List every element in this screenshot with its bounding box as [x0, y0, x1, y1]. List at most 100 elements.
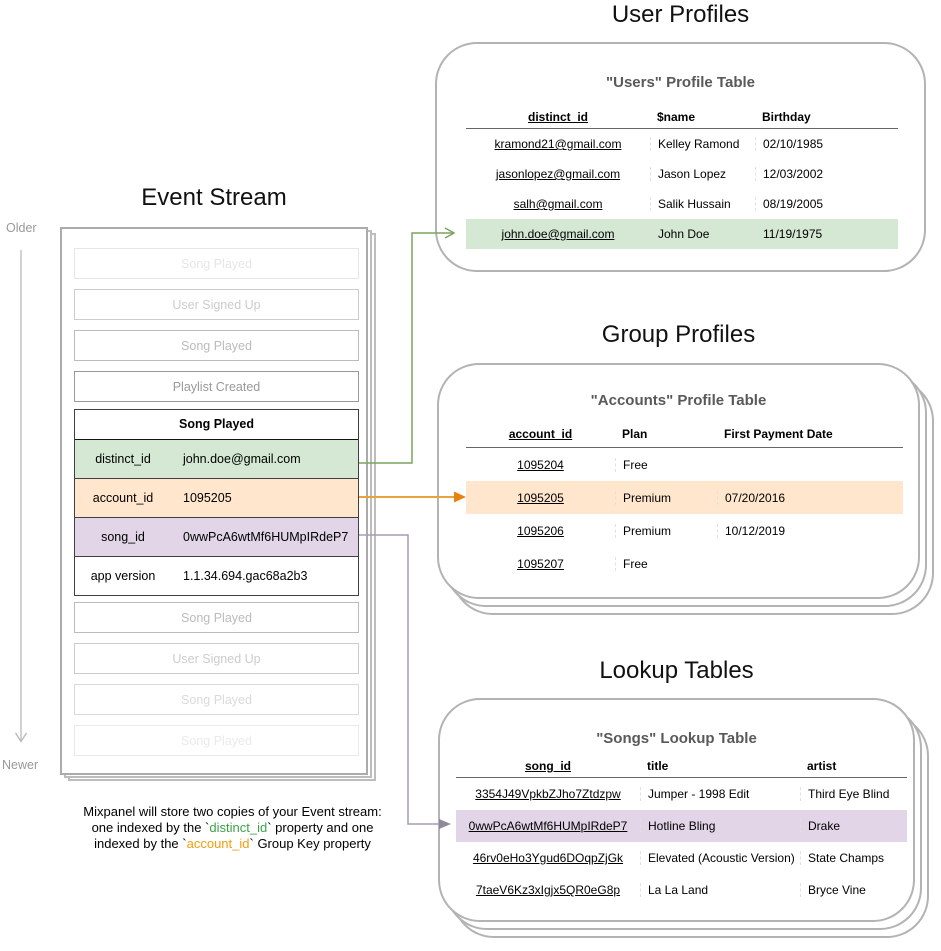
- property-value: 1095205: [183, 491, 232, 505]
- property-key: song_id: [101, 530, 145, 544]
- event-stream-title: Event Stream: [141, 184, 287, 211]
- event-row: User Signed Up: [74, 643, 359, 674]
- table-cell: 1095205: [517, 490, 564, 505]
- table-cell: 7taeV6Kz3xIgjx5QR0eG8p: [475, 883, 621, 897]
- table-row: 1095207 Free: [466, 547, 903, 580]
- table-cell: salh@gmail.com: [513, 197, 603, 211]
- caption-line: Mixpanel will store two copies of your E…: [83, 804, 382, 819]
- column-header: Birthday: [762, 110, 811, 124]
- songs-table: song_id title artist 3354J49VpkbZJho7Ztd…: [456, 755, 907, 906]
- event-row: Song Played: [74, 725, 359, 756]
- event-row: User Signed Up: [74, 289, 359, 320]
- table-cell: 46rv0eHo3Ygud6DOqpZjGk: [472, 851, 624, 865]
- timeline-older-label: Older: [6, 221, 37, 235]
- users-table-title: "Users" Profile Table: [606, 74, 755, 91]
- table-cell: Jason Lopez: [650, 167, 755, 181]
- table-cell: kramond21@gmail.com: [494, 137, 622, 151]
- property-key: distinct_id: [95, 452, 151, 466]
- table-cell: 1095204: [517, 457, 564, 472]
- table-cell: 1095207: [517, 556, 564, 571]
- user-profiles-title: User Profiles: [611, 1, 750, 28]
- table-cell: 12/03/2002: [755, 167, 898, 181]
- column-header: account_id: [508, 426, 573, 441]
- table-cell: Free: [615, 457, 717, 472]
- property-key: account_id: [92, 491, 154, 505]
- table-cell: jasonlopez@gmail.com: [495, 167, 621, 181]
- footnote-caption: Mixpanel will store two copies of your E…: [25, 804, 440, 852]
- column-header: $name: [657, 110, 696, 124]
- selected-event-properties: distinct_id john.doe@gmail.com account_id 1…: [75, 440, 358, 595]
- table-cell: Jumper - 1998 Edit: [640, 787, 800, 801]
- table-cell: Third Eye Blind: [800, 787, 907, 801]
- column-header: song_id: [524, 759, 571, 773]
- property-value: john.doe@gmail.com: [183, 452, 301, 466]
- table-cell: Salik Hussain: [650, 197, 755, 211]
- column-header: First Payment Date: [724, 426, 833, 441]
- caption-line: indexed by the `account_id` Group Key pr…: [94, 836, 371, 851]
- songs-table-header: song_id title artist: [456, 755, 907, 778]
- caption-account-id-keyword: account_id: [186, 836, 250, 851]
- timeline-newer-label: Newer: [2, 758, 39, 772]
- caption-line: one indexed by the `distinct_id` propert…: [91, 820, 374, 835]
- table-cell: 0wwPcA6wtMf6HUMpIRdeP7: [468, 819, 628, 833]
- table-cell: Hotline Bling: [640, 819, 800, 833]
- column-header: distinct_id: [527, 110, 588, 124]
- table-cell: 08/19/2005: [755, 197, 898, 211]
- users-table: distinct_id $name Birthday kramond21@gma…: [466, 106, 898, 249]
- table-row: 1095204 Free: [466, 448, 903, 481]
- column-header: artist: [807, 759, 837, 773]
- songs-table-title: "Songs" Lookup Table: [596, 730, 757, 747]
- accounts-table-header: account_id Plan First Payment Date: [466, 420, 903, 448]
- property-value: 0wwPcA6wtMf6HUMpIRdeP7: [183, 530, 349, 544]
- songs-table-body: 3354J49VpkbZJho7Ztdzpw Jumper - 1998 Edit…: [456, 778, 907, 906]
- table-cell: State Champs: [800, 851, 907, 865]
- lookup-tables-title: Lookup Tables: [599, 657, 754, 684]
- event-row: Song Played: [74, 330, 359, 361]
- selected-event-card: Song Played distinct_id john.doe@gmail.co…: [74, 409, 359, 596]
- table-cell: Drake: [800, 819, 907, 833]
- table-cell: 11/19/1975: [755, 227, 898, 241]
- selected-event-name: Song Played: [75, 410, 358, 440]
- event-property-row: distinct_id john.doe@gmail.com: [75, 440, 358, 478]
- table-cell: Premium: [615, 490, 717, 505]
- table-cell: 10/12/2019: [717, 523, 903, 538]
- table-row: 3354J49VpkbZJho7Ztdzpw Jumper - 1998 Edit…: [456, 778, 907, 810]
- table-cell: John Doe: [650, 227, 755, 241]
- property-value: 1.1.34.694.gac68a2b3: [183, 569, 308, 583]
- table-cell: 02/10/1985: [755, 137, 898, 151]
- table-cell: john.doe@gmail.com: [501, 227, 615, 241]
- caption-distinct-id-keyword: distinct_id: [209, 820, 268, 835]
- event-property-row: account_id 1095205: [75, 478, 358, 517]
- event-row: Song Played: [74, 684, 359, 715]
- table-cell: Kelley Ramond: [650, 137, 755, 151]
- table-cell: Bryce Vine: [800, 883, 907, 897]
- column-header: title: [647, 759, 669, 773]
- event-row: Song Played: [74, 602, 359, 633]
- table-cell: 3354J49VpkbZJho7Ztdzpw: [475, 787, 621, 801]
- table-cell: La La Land: [640, 883, 800, 897]
- event-row: Song Played: [74, 248, 359, 279]
- group-profiles-title: Group Profiles: [601, 321, 756, 348]
- accounts-table-title: "Accounts" Profile Table: [590, 392, 767, 409]
- table-cell: 07/20/2016: [717, 490, 903, 505]
- table-cell: Free: [615, 556, 717, 571]
- event-property-row: song_id 0wwPcA6wtMf6HUMpIRdeP7: [75, 517, 358, 556]
- property-key: app version: [90, 569, 156, 583]
- column-header: Plan: [622, 426, 648, 441]
- table-cell: Premium: [615, 523, 717, 538]
- accounts-table: account_id Plan First Payment Date 10952…: [466, 420, 903, 580]
